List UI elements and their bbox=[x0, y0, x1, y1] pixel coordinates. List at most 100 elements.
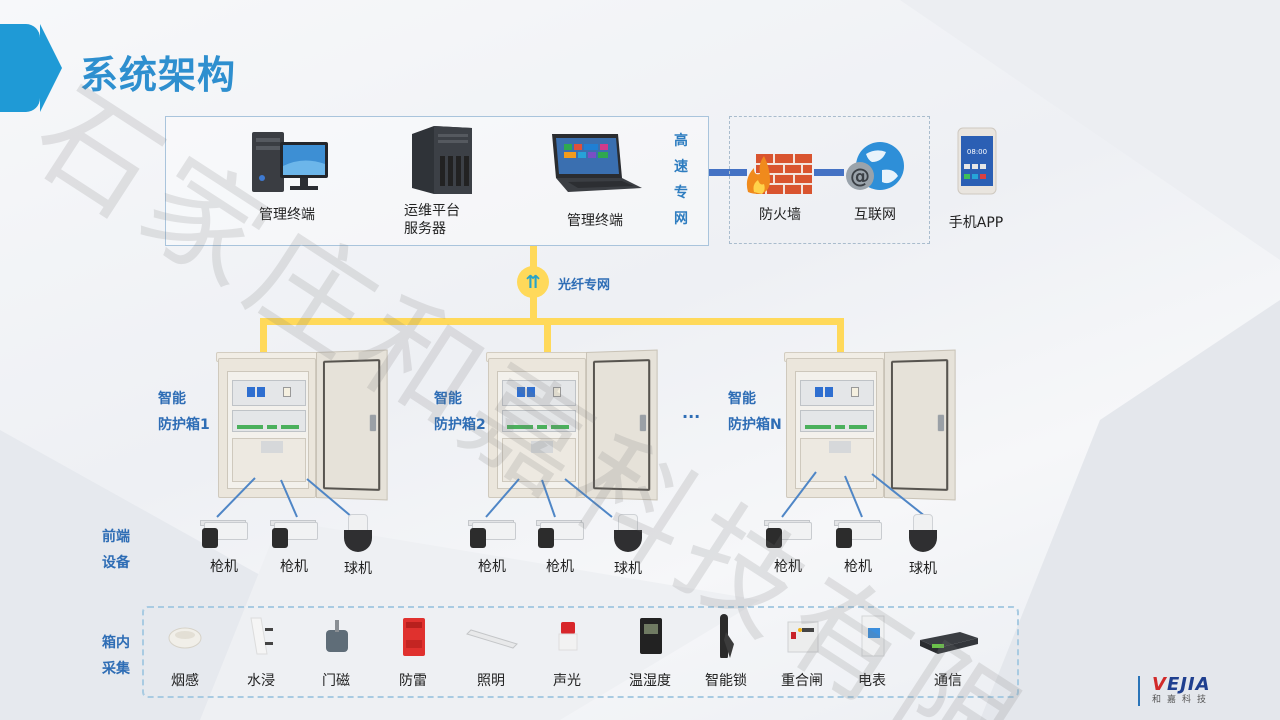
sensor-label: 水浸 bbox=[247, 673, 275, 689]
connection-line bbox=[485, 478, 520, 518]
dome-camera: 球机 bbox=[893, 514, 953, 578]
cabinet-label-line2: 防护箱N bbox=[728, 417, 782, 433]
label-char: 速 bbox=[674, 159, 688, 175]
connection-line bbox=[564, 478, 613, 518]
internet-label: 互联网 bbox=[854, 207, 896, 223]
fiber-drop-1 bbox=[260, 318, 267, 354]
mobile-app: 08:00 手机APP bbox=[944, 126, 1008, 232]
page-title: 系统架构 bbox=[80, 53, 237, 97]
connection-line bbox=[216, 477, 256, 518]
internet-globe-icon: @ bbox=[846, 142, 904, 190]
label-line1: 箱内 bbox=[102, 635, 130, 651]
cabinet-label-line1: 智能 bbox=[158, 391, 186, 407]
fiber-drop-n bbox=[837, 318, 844, 354]
ops-platform-server: 运维平台 服务器 bbox=[404, 126, 474, 238]
laptop-icon bbox=[552, 134, 642, 192]
cabinet-body bbox=[488, 358, 586, 498]
bullet-camera-icon bbox=[198, 518, 250, 552]
cabinet-label-line1: 智能 bbox=[434, 391, 462, 407]
camera-label: 枪机 bbox=[478, 559, 506, 575]
external-network-box bbox=[729, 116, 930, 244]
logo-brand-text: EJIA bbox=[1166, 674, 1211, 695]
dome-camera: 球机 bbox=[598, 514, 658, 578]
water-sensor-icon bbox=[231, 614, 291, 658]
bullet-camera: 枪机 bbox=[530, 518, 590, 576]
smart-cabinet-1 bbox=[216, 349, 388, 501]
sensor-label: 照明 bbox=[477, 673, 505, 689]
sensor-communication: 通信 bbox=[918, 614, 978, 690]
company-logo: VEJIA 和嘉科技 bbox=[1138, 676, 1212, 706]
sensor-power-meter: 电表 bbox=[842, 614, 902, 690]
connection-line bbox=[871, 473, 927, 518]
cabinet-body bbox=[786, 358, 884, 498]
logo-brand-prefix: V bbox=[1152, 674, 1167, 695]
more-cabinets-ellipsis: ... bbox=[682, 403, 701, 422]
smoke-detector-icon bbox=[155, 614, 215, 658]
sensor-label: 智能锁 bbox=[705, 673, 747, 689]
sensor-label: 烟感 bbox=[171, 673, 199, 689]
smart-cabinet-n bbox=[784, 349, 956, 501]
firewall-icon bbox=[746, 154, 812, 194]
sensor-alarm: 声光 bbox=[537, 614, 597, 690]
sensor-label: 通信 bbox=[934, 673, 962, 689]
connection-line bbox=[306, 478, 353, 518]
cabinet-interior bbox=[227, 371, 309, 489]
logo-subtitle: 和嘉科技 bbox=[1152, 695, 1213, 705]
bullet-camera: 枪机 bbox=[828, 518, 888, 576]
cabinet-n-label: 智能 防护箱N bbox=[728, 386, 782, 438]
label-line2: 采集 bbox=[102, 661, 130, 677]
sensor-water: 水浸 bbox=[231, 614, 291, 690]
control-panel bbox=[502, 410, 576, 432]
camera-label: 枪机 bbox=[210, 559, 238, 575]
sensor-door: 门磁 bbox=[306, 614, 366, 690]
dome-camera-icon bbox=[905, 514, 941, 554]
dome-camera: 球机 bbox=[328, 514, 388, 578]
fiber-network-label: 光纤专网 bbox=[558, 278, 611, 293]
dome-camera-icon bbox=[340, 514, 376, 554]
equipment-shelf bbox=[232, 438, 306, 482]
camera-label: 枪机 bbox=[280, 559, 308, 575]
sensor-smoke: 烟感 bbox=[155, 614, 215, 690]
mobile-phone-icon: 08:00 bbox=[957, 127, 997, 195]
camera-label: 枪机 bbox=[546, 559, 574, 575]
management-terminal-desktop: 管理终端 bbox=[248, 126, 332, 224]
camera-label: 枪机 bbox=[774, 559, 802, 575]
bullet-camera: 枪机 bbox=[462, 518, 522, 576]
smart-lock-icon bbox=[696, 614, 756, 660]
door-sensor-icon bbox=[306, 614, 366, 658]
title-accent-tab bbox=[0, 24, 62, 112]
smart-cabinet-2 bbox=[486, 349, 658, 501]
sensor-label: 门磁 bbox=[322, 673, 350, 689]
bullet-camera-icon bbox=[268, 518, 320, 552]
sensor-label: 防雷 bbox=[399, 673, 427, 689]
cabinet-label-line2: 防护箱1 bbox=[158, 417, 210, 433]
alarm-light-icon bbox=[537, 614, 597, 658]
bullet-camera: 枪机 bbox=[758, 518, 818, 576]
connection-line bbox=[541, 479, 556, 518]
camera-label: 球机 bbox=[909, 561, 937, 577]
fiber-drop-2 bbox=[544, 318, 551, 354]
equipment-shelf bbox=[502, 438, 576, 482]
device-label-line2: 服务器 bbox=[404, 221, 446, 237]
breaker-panel bbox=[502, 380, 576, 406]
sensor-smart-lock: 智能锁 bbox=[696, 614, 756, 690]
surge-protector-icon bbox=[383, 614, 443, 658]
breaker-panel bbox=[800, 380, 874, 406]
sensor-group-box bbox=[142, 606, 1019, 698]
camera-label: 球机 bbox=[614, 561, 642, 577]
link-firewall-internet bbox=[814, 169, 844, 176]
power-meter-icon bbox=[842, 614, 902, 658]
desktop-computer-icon bbox=[252, 132, 328, 192]
bullet-camera-icon bbox=[762, 518, 814, 552]
cabinet-interior bbox=[497, 371, 579, 489]
internet: @ 互联网 bbox=[842, 140, 908, 224]
light-tube-icon bbox=[461, 614, 521, 658]
connection-line bbox=[844, 475, 863, 518]
sensor-label: 电表 bbox=[858, 673, 886, 689]
label-char: 高 bbox=[674, 133, 688, 149]
firewall: 防火墙 bbox=[744, 150, 816, 224]
communication-module-icon bbox=[918, 614, 978, 658]
high-speed-network-label: 高 速 专 网 bbox=[672, 128, 690, 232]
sensor-label: 重合闸 bbox=[781, 673, 823, 689]
